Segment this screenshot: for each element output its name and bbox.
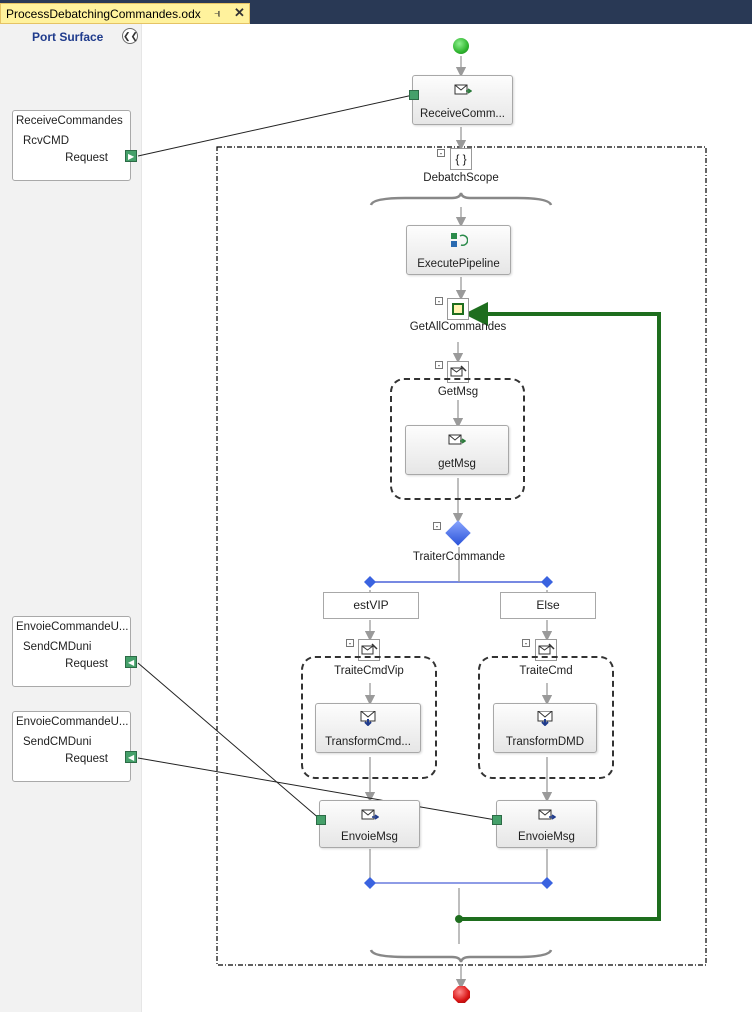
execute-pipeline-label: ExecutePipeline bbox=[417, 258, 500, 270]
port-connector[interactable]: ◀ bbox=[125, 656, 137, 668]
port-surface-title: Port Surface bbox=[32, 30, 104, 44]
construct-message-icon[interactable] bbox=[358, 639, 380, 661]
port-connector[interactable]: ◀ bbox=[125, 751, 137, 763]
branch-else[interactable]: Else bbox=[500, 592, 596, 619]
construct-right-label: TraiteCmd bbox=[519, 665, 573, 677]
port-operation: RcvCMD bbox=[23, 135, 69, 147]
getmsg-shape[interactable]: getMsg bbox=[405, 425, 509, 475]
port-envoie-commande-1[interactable]: EnvoieCommandeU... SendCMDuni Request ◀ bbox=[12, 616, 137, 687]
send-envelope-icon bbox=[538, 809, 556, 820]
port-message: Request bbox=[65, 152, 108, 164]
decide-collapse-toggle[interactable]: - bbox=[433, 522, 441, 531]
construct-right-collapse-toggle[interactable]: - bbox=[522, 639, 530, 648]
port-name: ReceiveCommandes bbox=[16, 115, 123, 127]
send-right-port-connector[interactable] bbox=[492, 815, 502, 825]
construct-left-collapse-toggle[interactable]: - bbox=[346, 639, 354, 648]
send-right-shape[interactable]: EnvoieMsg bbox=[496, 800, 597, 848]
pin-icon[interactable]: ⫣ bbox=[214, 6, 222, 20]
send-left-port-connector[interactable] bbox=[316, 815, 326, 825]
send-left-shape[interactable]: EnvoieMsg bbox=[319, 800, 420, 848]
getmsg-scope-label: GetMsg bbox=[437, 386, 479, 398]
send-left-label: EnvoieMsg bbox=[341, 831, 398, 843]
traiter-commande-label: TraiterCommande bbox=[412, 551, 506, 563]
receive-port-connector[interactable] bbox=[409, 90, 419, 100]
send-right-label: EnvoieMsg bbox=[518, 831, 575, 843]
port-surface-panel: Port Surface ❮❮ ReceiveCommandes RcvCMD … bbox=[0, 24, 142, 1012]
getmsg-collapse-toggle[interactable]: - bbox=[435, 361, 443, 370]
receive-envelope-icon bbox=[454, 84, 472, 95]
transform-right-label: TransformDMD bbox=[505, 736, 585, 748]
port-connector[interactable]: ▶ bbox=[125, 150, 137, 162]
construct-message-icon[interactable] bbox=[447, 361, 469, 383]
execute-pipeline-shape[interactable]: ExecutePipeline bbox=[406, 225, 511, 275]
scope-braces-icon[interactable]: { } bbox=[450, 148, 472, 170]
transform-right-shape[interactable]: TransformDMD bbox=[493, 703, 597, 753]
message-assignment-icon bbox=[448, 434, 466, 445]
end-shape[interactable] bbox=[453, 986, 470, 1003]
start-shape[interactable] bbox=[453, 38, 469, 54]
receive-shape[interactable]: ReceiveComm... bbox=[412, 75, 513, 125]
collapse-icon[interactable]: ❮❮ bbox=[122, 28, 138, 44]
getmsg-construct-border bbox=[390, 378, 525, 500]
scope-collapse-toggle[interactable]: - bbox=[437, 149, 445, 158]
port-operation: SendCMDuni bbox=[23, 641, 92, 653]
document-tab-strip: ProcessDebatchingCommandes.odx ⫣ ✕ bbox=[0, 0, 752, 24]
transform-left-shape[interactable]: TransformCmd... bbox=[315, 703, 421, 753]
port-receive-commandes[interactable]: ReceiveCommandes RcvCMD Request ▶ bbox=[12, 110, 137, 181]
construct-left-border bbox=[301, 656, 437, 779]
construct-right-border bbox=[478, 656, 614, 779]
construct-message-icon[interactable] bbox=[535, 639, 557, 661]
document-tab-title: ProcessDebatchingCommandes.odx bbox=[6, 7, 201, 21]
getmsg-shape-label: getMsg bbox=[438, 458, 476, 470]
port-message: Request bbox=[65, 753, 108, 765]
close-icon[interactable]: ✕ bbox=[234, 5, 245, 20]
get-all-commandes-label: GetAllCommandes bbox=[409, 321, 507, 333]
construct-left-label: TraiteCmdVip bbox=[334, 665, 404, 677]
debatch-scope-label: DebatchScope bbox=[423, 172, 499, 184]
document-tab[interactable]: ProcessDebatchingCommandes.odx ⫣ ✕ bbox=[0, 3, 250, 24]
loop-collapse-toggle[interactable]: - bbox=[435, 297, 443, 306]
transform-left-label: TransformCmd... bbox=[325, 736, 411, 748]
branch-estvip[interactable]: estVIP bbox=[323, 592, 419, 619]
loop-icon[interactable] bbox=[447, 298, 469, 320]
pipeline-icon bbox=[450, 233, 468, 247]
transform-icon bbox=[537, 711, 553, 726]
port-name: EnvoieCommandeU... bbox=[16, 716, 129, 728]
port-name: EnvoieCommandeU... bbox=[16, 621, 129, 633]
transform-icon bbox=[360, 711, 376, 726]
port-surface-header: Port Surface ❮❮ bbox=[0, 24, 142, 48]
receive-label: ReceiveComm... bbox=[420, 108, 505, 120]
send-envelope-icon bbox=[361, 809, 379, 820]
port-operation: SendCMDuni bbox=[23, 736, 92, 748]
port-message: Request bbox=[65, 658, 108, 670]
port-envoie-commande-2[interactable]: EnvoieCommandeU... SendCMDuni Request ◀ bbox=[12, 711, 137, 782]
